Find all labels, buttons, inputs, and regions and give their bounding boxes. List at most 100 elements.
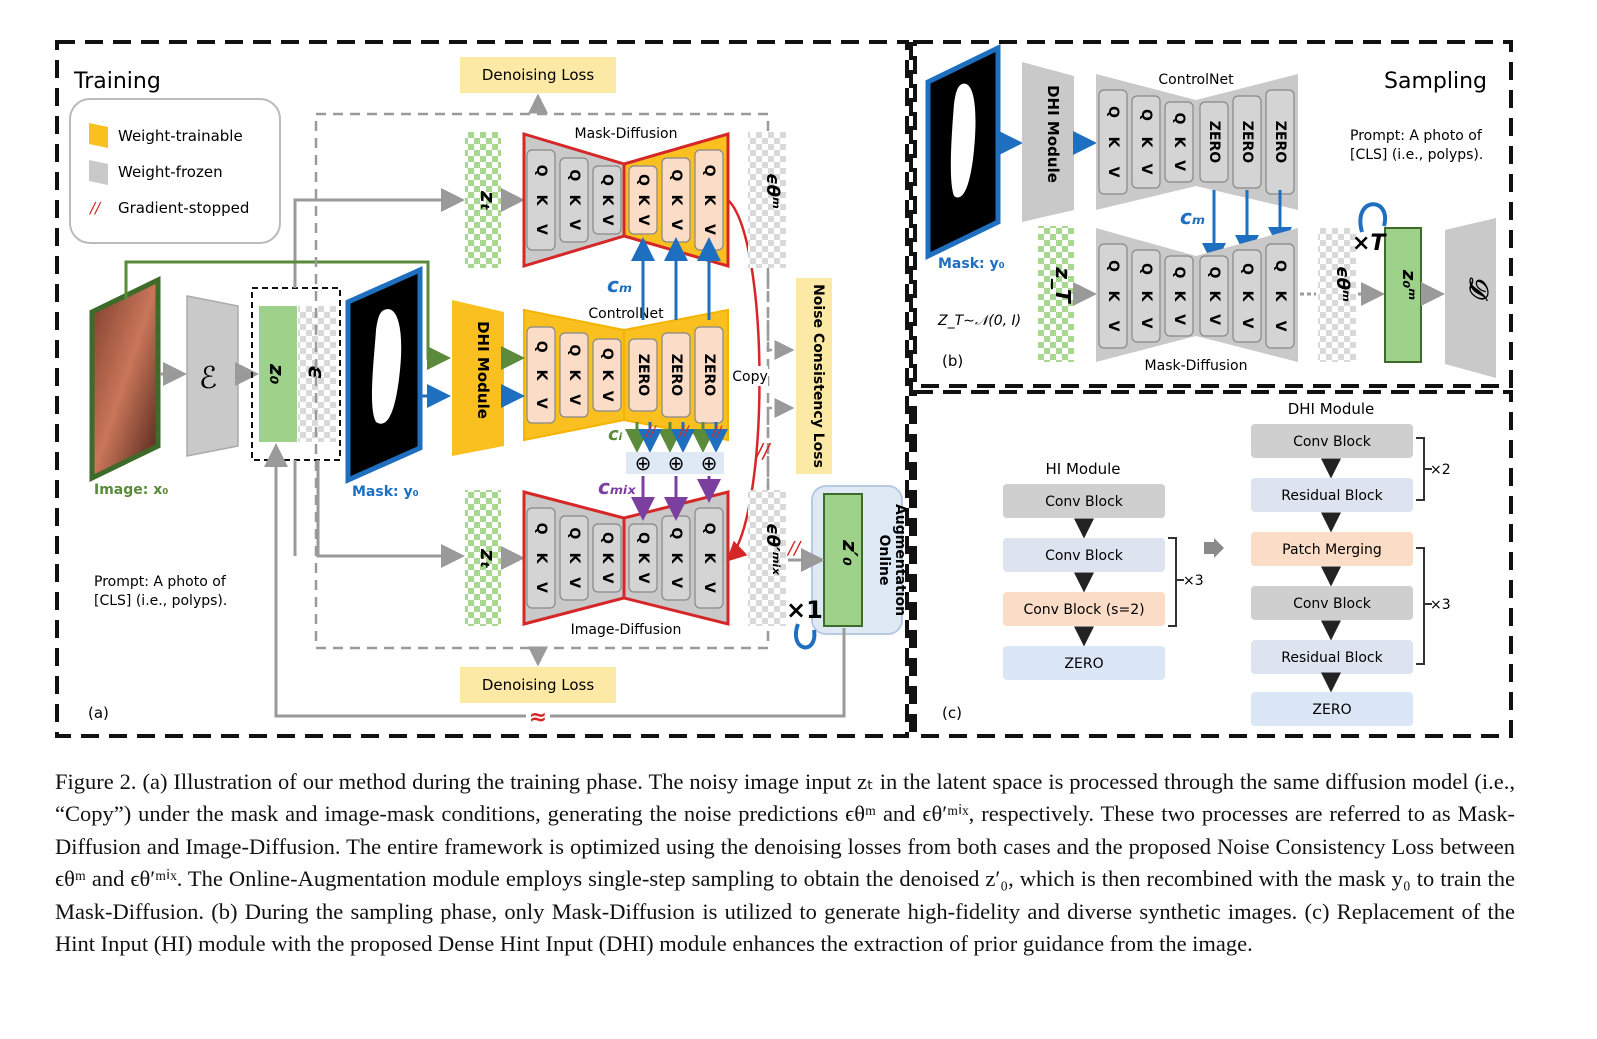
cnb-col-6-text: ZERO [1272, 121, 1288, 163]
cn-col-2-k: K [566, 370, 582, 382]
cn-col-3-v: V [599, 391, 615, 402]
md-col-6-q: Q [701, 165, 717, 177]
md-col-4-v: V [635, 215, 651, 226]
id-col-5-q: Q [668, 527, 684, 539]
plus-3: ⊕ [701, 451, 718, 475]
mask-label-b: Mask: y₀ [938, 256, 1005, 272]
cnb-col-2-v: V [1138, 164, 1154, 175]
cnb-col-2-k: K [1138, 137, 1154, 149]
id-col-4-v: V [635, 573, 651, 584]
cnb-col-3: QKV [1164, 101, 1194, 183]
md-col-4-k: K [635, 195, 651, 207]
cnb-col-3-k: K [1171, 137, 1187, 149]
mdb-col-3-k: K [1171, 291, 1187, 303]
mdb-col-5-q: Q [1239, 263, 1255, 275]
cn-col-3-q: Q [599, 348, 615, 360]
svg-text://: // [754, 439, 772, 463]
cn-col-3: QKV [592, 338, 622, 412]
cnb-col-4: ZERO [1199, 101, 1229, 183]
panel-b-label: (b) [942, 352, 963, 370]
cnb-col-5-text: ZERO [1239, 121, 1255, 163]
dhi-repeat-2: ×3 [1430, 597, 1451, 613]
cnb-col-1-v: V [1105, 167, 1121, 178]
hi-block-2: Conv Block [1003, 538, 1165, 572]
mdb-col-6: QKV [1265, 243, 1295, 349]
cnb-col-1: Q K V [1098, 89, 1128, 195]
eps-m-label-b: ϵθᵐ [1332, 266, 1353, 302]
cm-label-a: cₘ [607, 273, 632, 297]
zt-top-label: zₜ [476, 190, 500, 211]
md-col-5-v: V [668, 219, 684, 230]
mdb-col-2: QKV [1131, 249, 1161, 343]
id-col-3: QKV [592, 523, 622, 593]
dhi-block-5: Residual Block [1251, 640, 1413, 674]
times-T-label: ×T [1352, 231, 1387, 256]
id-col-4-q: Q [635, 532, 651, 544]
eps-mix-label: ϵθ′ᵐⁱˣ [762, 523, 783, 576]
id-col-5: Q K V [661, 515, 691, 601]
times-1-label: ×1 [786, 596, 823, 624]
md-col-3-q: Q [599, 174, 615, 186]
noise-consistency-loss-label: Noise Consistency Loss [810, 284, 826, 468]
zt-top [465, 132, 501, 268]
id-col-3-k: K [599, 553, 615, 565]
cnb-col-1-k: K [1105, 137, 1121, 149]
md-col-1-v: V [533, 224, 549, 235]
id-col-5-k: K [668, 553, 684, 565]
noise-consistency-loss [796, 278, 832, 474]
cn-col-1-v: V [533, 398, 549, 409]
dhi-block-2-label: Residual Block [1281, 488, 1383, 504]
z0-m-label: z₀ᵐ [1398, 269, 1419, 300]
input-image [89, 276, 161, 482]
z0-label: z₀ [265, 363, 289, 385]
md-col-3-k: K [599, 195, 615, 207]
eps-m-output [748, 132, 786, 268]
mdb-col-1-k: K [1105, 291, 1121, 303]
approx-label: ≈ [529, 705, 547, 730]
legend-stopped-label: Gradient-stopped [118, 199, 249, 217]
panel-c-label: (c) [942, 704, 962, 722]
mdb-col-5-k: K [1239, 291, 1255, 303]
figure: Training (a) Weight-trainable Weight-fro… [55, 40, 1513, 738]
md-col-2-v: V [566, 219, 582, 230]
cnb-col-6: ZERO [1265, 89, 1295, 195]
mdb-col-3-q: Q [1171, 267, 1187, 279]
id-col-5-v: V [668, 577, 684, 588]
id-col-3-v: V [599, 573, 615, 584]
z0-latent [259, 306, 297, 442]
mdb-col-1-q: Q [1105, 260, 1121, 272]
md-col-5-k: K [668, 195, 684, 207]
dhi-block-6: ZERO [1251, 692, 1413, 726]
id-col-6-k: K [701, 553, 717, 565]
denoising-loss-top-label: Denoising Loss [482, 66, 594, 84]
mdb-col-4: QKV [1199, 255, 1229, 337]
id-col-2-q: Q [566, 527, 582, 539]
panel-b-title: Sampling [1384, 69, 1487, 94]
md-col-1-q: Q [533, 165, 549, 177]
id-col-4: QKV [628, 523, 658, 593]
md-col-2: QKV [559, 157, 589, 243]
controlnet-a-label: ControlNet [588, 306, 664, 322]
mdb-col-6-k: K [1272, 291, 1288, 303]
hi-repeat: ×3 [1183, 573, 1204, 589]
cn-col-1-q: Q [533, 341, 549, 353]
id-col-2-v: V [566, 577, 582, 588]
cnb-col-1-q: Q [1105, 106, 1121, 118]
md-col-1-k: K [533, 195, 549, 207]
mdb-col-5: QKV [1232, 249, 1262, 343]
cn-col-4: ZERO [628, 338, 658, 412]
id-col-1: QKV [526, 507, 556, 609]
z0-prime-label: z′₀ [838, 539, 862, 566]
id-col-3-q: Q [599, 532, 615, 544]
plus-2: ⊕ [668, 451, 685, 475]
mdb-col-1: QKV [1098, 243, 1128, 349]
cn-col-1: QKV [526, 326, 556, 424]
hi-block-4-label: ZERO [1064, 656, 1103, 672]
hi-block-1: Conv Block [1003, 484, 1165, 518]
controlnet-b-label: ControlNet [1158, 72, 1234, 88]
md-col-5: QKV [661, 157, 691, 243]
dhi-repeat-1: ×2 [1430, 462, 1451, 478]
